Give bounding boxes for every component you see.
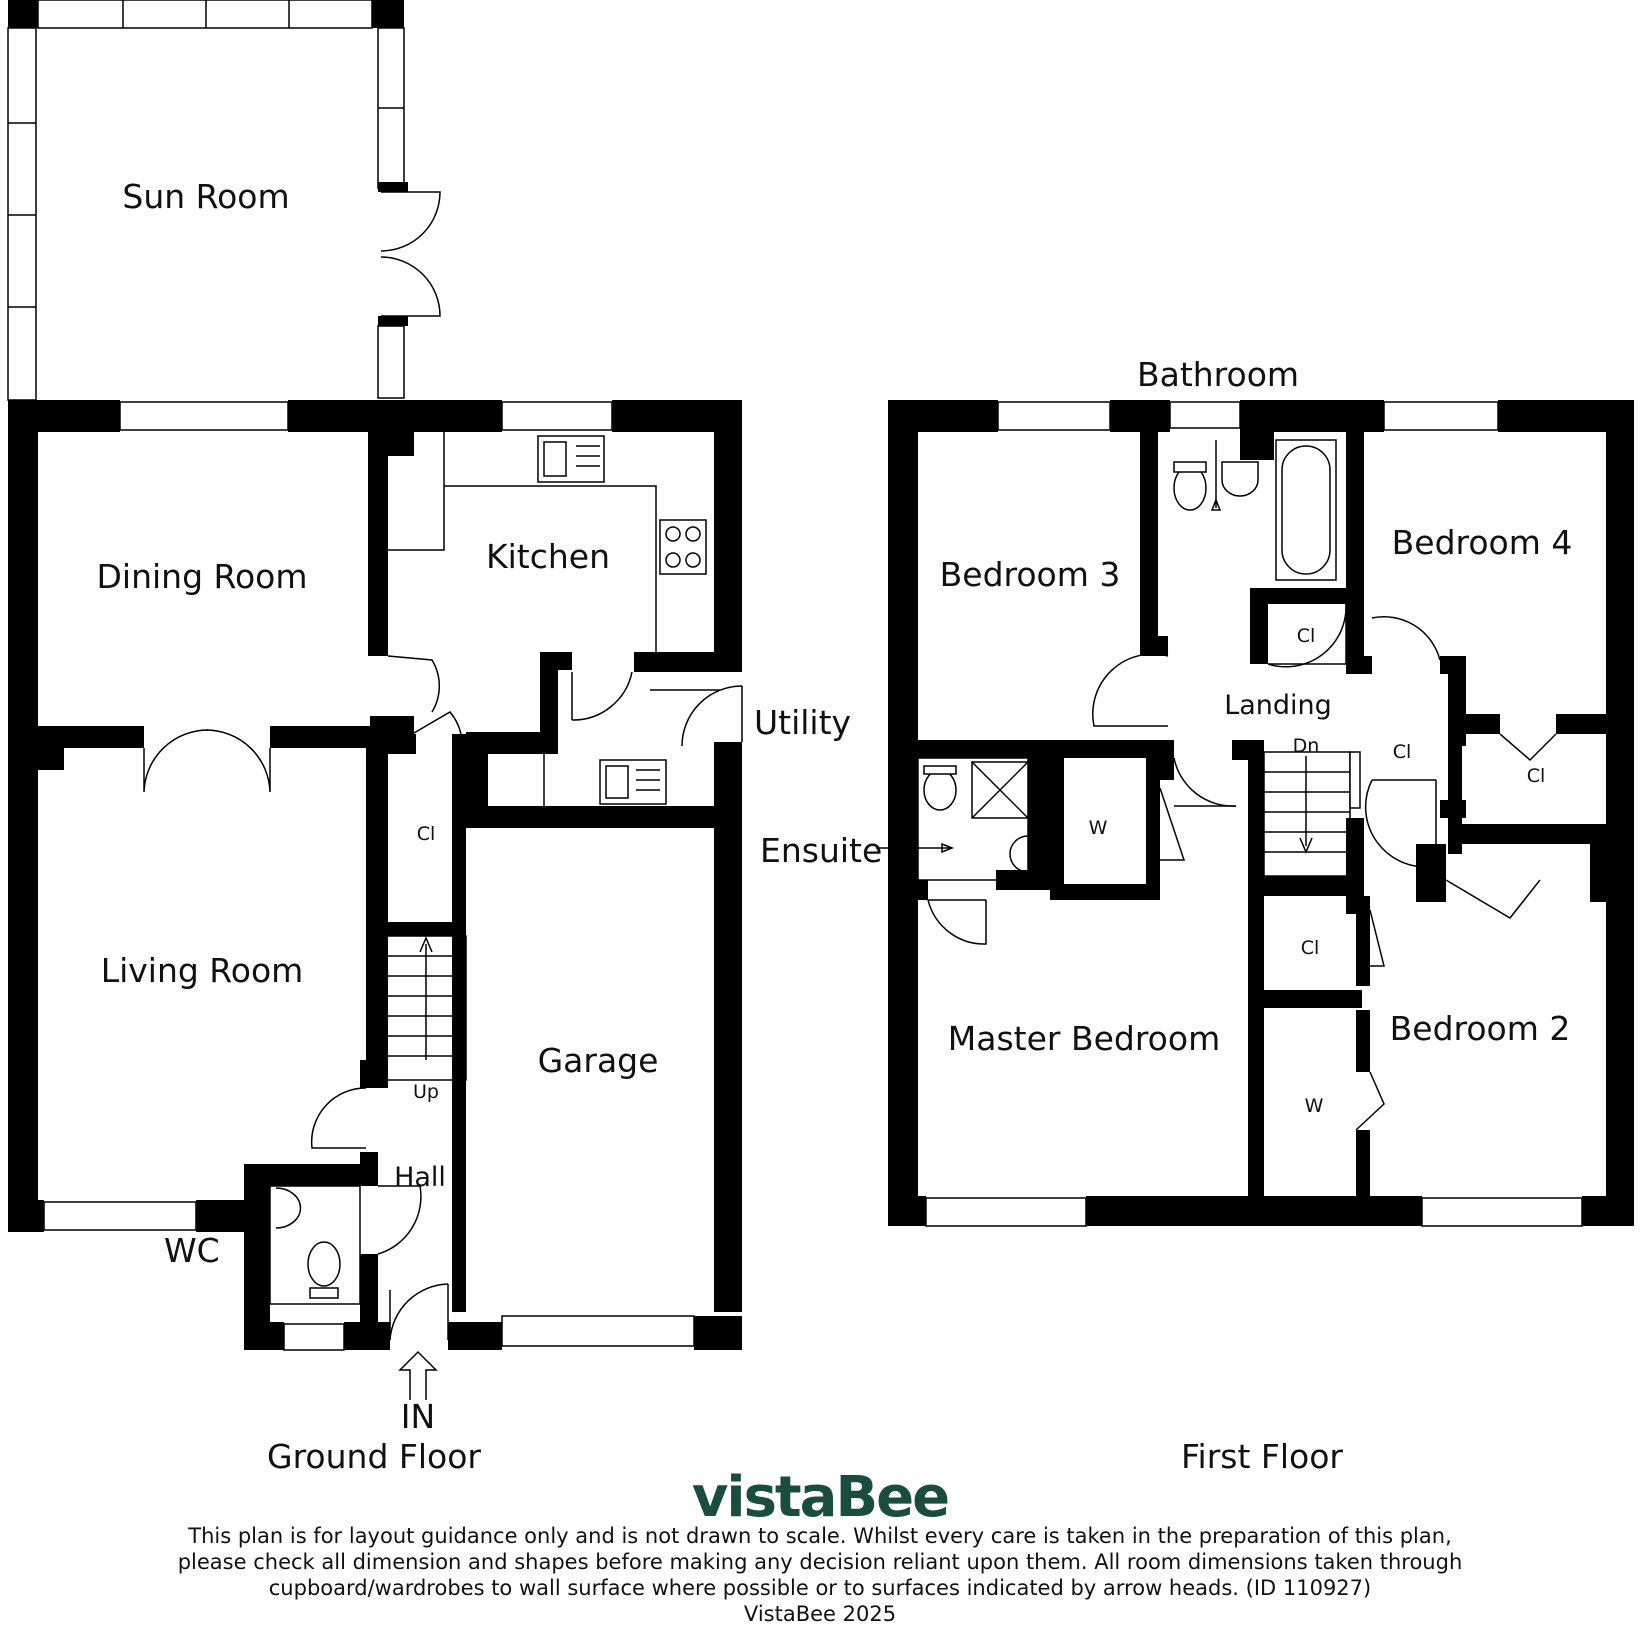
room-labels: Sun Room Dining Room Kitchen Living Room…	[97, 177, 1573, 1476]
label-kitchen: Kitchen	[486, 537, 610, 576]
label-bedroom-2: Bedroom 2	[1390, 1009, 1571, 1048]
disclaimer-line-3: cupboard/wardrobes to wall surface where…	[268, 1576, 1372, 1600]
label-garage: Garage	[538, 1041, 659, 1080]
ground-floor-title: Ground Floor	[267, 1437, 481, 1476]
label-living-room: Living Room	[101, 951, 304, 990]
disclaimer-line-4: VistaBee 2025	[743, 1602, 897, 1626]
label-master-bedroom: Master Bedroom	[948, 1019, 1220, 1058]
label-bedroom-3: Bedroom 3	[940, 555, 1121, 594]
brand-logo: vistaBee	[691, 1465, 950, 1530]
label-dining-room: Dining Room	[97, 557, 308, 596]
label-wardrobe-bedroom2: W	[1305, 1095, 1324, 1117]
disclaimer-line-1: This plan is for layout guidance only an…	[188, 1524, 1452, 1548]
label-cupboard-bathroom: Cl	[1297, 625, 1316, 647]
disclaimer-line-2: please check all dimension and shapes be…	[177, 1550, 1463, 1574]
label-ensuite: Ensuite	[760, 831, 882, 870]
label-stairs-up: Up	[413, 1081, 439, 1103]
ground-floor-plan	[7, 0, 743, 1400]
label-stairs-down: Dn	[1293, 735, 1320, 757]
label-utility: Utility	[754, 703, 851, 742]
label-cupboard-ground: Cl	[417, 823, 436, 845]
label-cupboard-landing: Cl	[1393, 741, 1412, 763]
label-cupboard-bedroom4: Cl	[1527, 765, 1546, 787]
label-cupboard-bedroom2: Cl	[1301, 937, 1320, 959]
first-floor-title: First Floor	[1181, 1437, 1343, 1476]
label-wc: WC	[164, 1231, 220, 1270]
label-bathroom: Bathroom	[1137, 355, 1299, 394]
label-wardrobe-master: W	[1089, 817, 1108, 839]
label-hall: Hall	[394, 1162, 446, 1193]
label-bedroom-4: Bedroom 4	[1392, 523, 1573, 562]
label-entrance: IN	[401, 1397, 435, 1436]
label-landing: Landing	[1224, 690, 1332, 721]
first-floor-plan	[876, 400, 1634, 1227]
label-sun-room: Sun Room	[122, 177, 289, 216]
